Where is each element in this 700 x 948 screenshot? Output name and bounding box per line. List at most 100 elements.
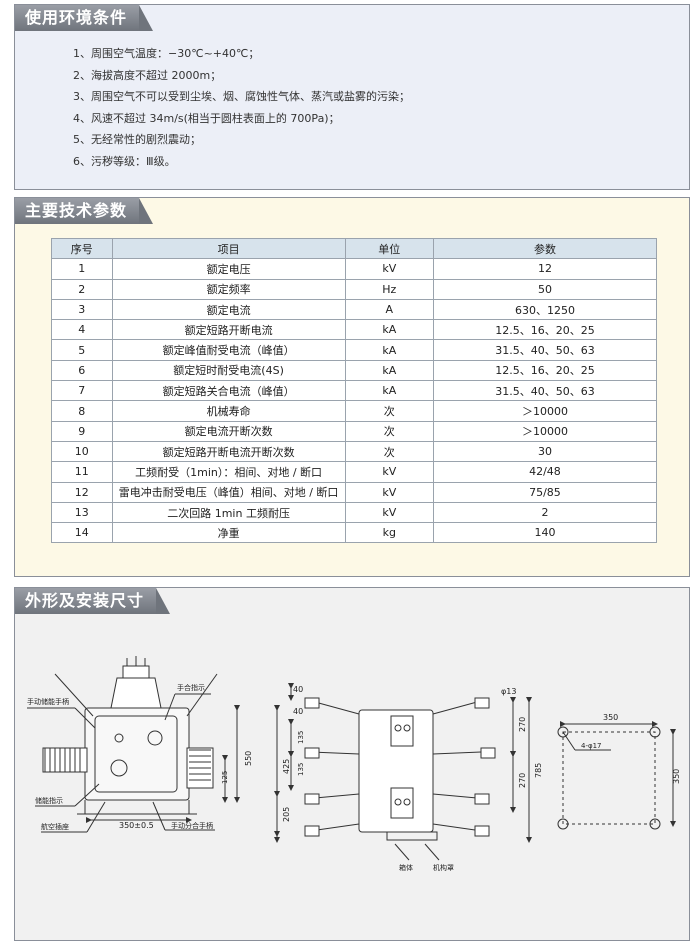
cell-unit: kA (344, 319, 434, 341)
cell-unit: kA (344, 359, 434, 382)
cell-value: ＞10000 (432, 400, 658, 422)
cell-index: 10 (51, 440, 113, 463)
header-unit: 单位 (344, 237, 434, 260)
cell-item: 二次回路 1min 工频耐压 (111, 501, 346, 524)
cell-value: 30 (432, 440, 658, 463)
cell-item: 机械寿命 (111, 400, 346, 422)
cell-unit: kg (344, 522, 434, 544)
cell-value: 12.5、16、20、25 (432, 319, 658, 341)
cell-index: 7 (51, 380, 113, 402)
header-item: 项目 (111, 237, 346, 260)
dim-205: 205 (282, 807, 291, 822)
cell-value: 12.5、16、20、25 (432, 359, 658, 382)
cell-unit: A (344, 298, 434, 321)
env-item: 6、污秽等级：Ⅲ级。 (73, 154, 176, 168)
dim-425: 425 (282, 759, 291, 774)
dim-width-right: 350 (603, 713, 618, 722)
cell-index: 4 (51, 319, 113, 341)
cell-value: 75/85 (432, 481, 658, 503)
side-view (274, 683, 532, 861)
cell-unit: 次 (344, 420, 434, 442)
cell-index: 3 (51, 298, 113, 321)
dim-height-right: 350 (672, 769, 681, 784)
env-item: 2、海拔高度不超过 2000m； (73, 68, 222, 82)
cell-value: 630、1250 (432, 298, 658, 321)
cell-index: 11 (51, 461, 113, 483)
dim-40b: 40 (293, 707, 303, 716)
env-title: 使用环境条件 (15, 5, 154, 31)
dim-135b: 135 (297, 763, 305, 776)
cell-item: 工频耐受（1min）：相间、对地 / 断口 (111, 461, 346, 483)
cell-unit: 次 (344, 440, 434, 463)
cell-unit: kV (344, 461, 434, 483)
cell-unit: Hz (344, 278, 434, 300)
label-box: 箱体 (399, 863, 413, 872)
cell-index: 6 (51, 359, 113, 382)
cell-index: 5 (51, 339, 113, 361)
header-index: 序号 (51, 237, 113, 260)
dim-40a: 40 (293, 685, 303, 694)
cell-item: 雷电冲击耐受电压（峰值）相间、对地 / 断口 (111, 481, 346, 503)
cell-item: 额定电流 (111, 298, 346, 321)
cell-value: 50 (432, 278, 658, 300)
env-item: 1、周围空气温度：−30℃~+40℃； (73, 47, 260, 60)
dim-270b: 270 (518, 773, 527, 788)
label-energy-indicator: 储能指示 (35, 796, 63, 805)
header-value: 参数 (432, 237, 658, 260)
dim-270a: 270 (518, 717, 527, 732)
cell-item: 额定电流开断次数 (111, 420, 346, 442)
env-panel: 使用环境条件 1、周围空气温度：−30℃~+40℃； 2、海拔高度不超过 200… (14, 4, 690, 190)
dims-title: 外形及安装尺寸 (15, 588, 171, 614)
cell-index: 2 (51, 278, 113, 300)
env-item: 5、无经常性的剧烈震动； (73, 133, 201, 146)
label-close-indicator: 手合指示 (177, 683, 205, 692)
label-manual-energy: 手动储能手柄 (27, 697, 69, 706)
env-item: 3、周围空气不可以受到尘埃、烟、腐蚀性气体、蒸汽或盐雾的污染； (73, 90, 410, 103)
cell-value: ＞10000 (432, 420, 658, 442)
dim-135a: 135 (297, 731, 305, 744)
dim-height-left: 550 (244, 751, 253, 766)
front-view (27, 656, 240, 833)
cell-item: 额定短路开断电流 (111, 319, 346, 341)
cell-item: 额定短路开断电流开断次数 (111, 440, 346, 463)
cell-item: 额定短时耐受电流(4S) (111, 359, 346, 382)
dims-drawing: 手动储能手柄 手合指示 储能指示 航空插座 手动分合手柄 350±0.5 550… (27, 656, 681, 872)
dim-small-left: 125 (221, 771, 229, 784)
label-mech-cover: 机构罩 (433, 863, 454, 872)
cell-unit: kA (344, 339, 434, 361)
env-item: 4、风速不超过 34m/s(相当于圆柱表面上的 700Pa)； (73, 111, 340, 125)
cell-value: 2 (432, 501, 658, 524)
cell-unit: 次 (344, 400, 434, 422)
cell-index: 12 (51, 481, 113, 503)
cell-item: 额定电压 (111, 258, 346, 280)
cell-index: 1 (51, 258, 113, 280)
spec-header-row: 序号 项目 单位 参数 (51, 237, 658, 260)
dims-panel: 外形及安装尺寸 手动储能 (14, 587, 690, 941)
dim-hole-13: φ13 (501, 687, 516, 696)
cell-value: 31.5、40、50、63 (432, 339, 658, 361)
cell-value: 42/48 (432, 461, 658, 483)
dim-width-left: 350±0.5 (119, 821, 154, 830)
env-list: 1、周围空气温度：−30℃~+40℃； 2、海拔高度不超过 2000m； 3、周… (73, 43, 410, 172)
cell-value: 31.5、40、50、63 (432, 380, 658, 402)
cell-index: 14 (51, 522, 113, 544)
cell-index: 13 (51, 501, 113, 524)
cell-item: 额定频率 (111, 278, 346, 300)
cell-index: 8 (51, 400, 113, 422)
